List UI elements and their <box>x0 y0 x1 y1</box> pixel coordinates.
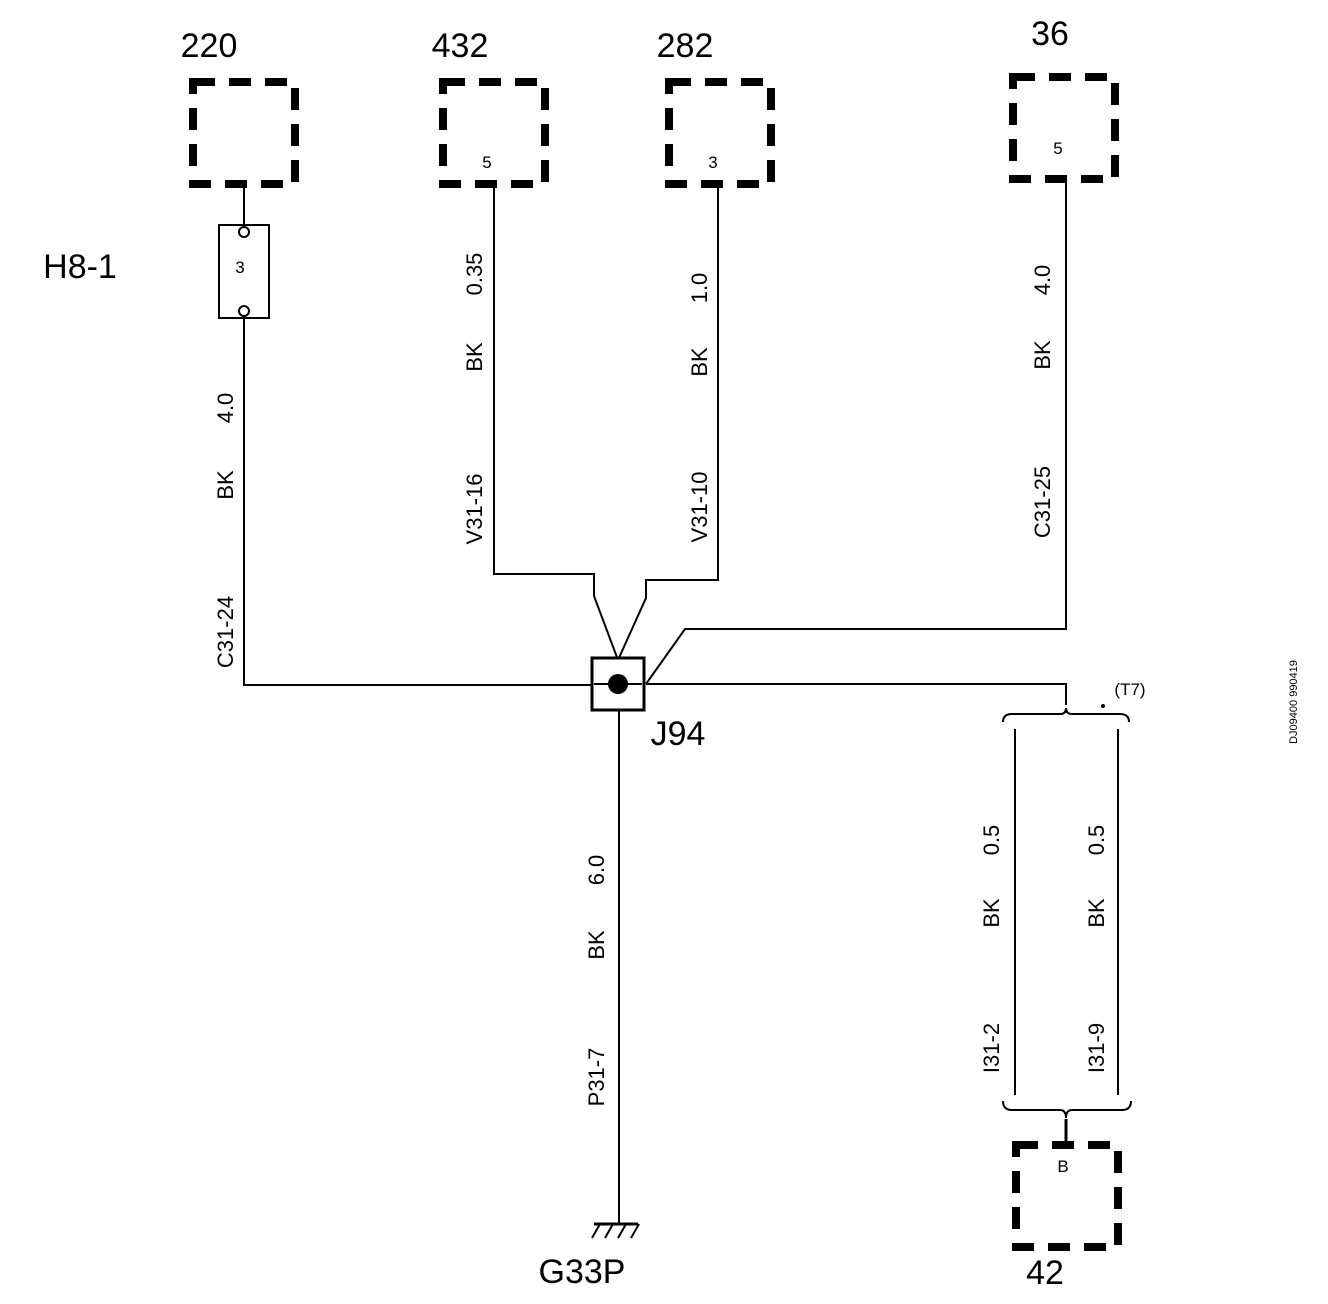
wire-42-b-color: BK <box>1084 898 1109 928</box>
component-432-number: 432 <box>432 27 489 65</box>
wire-36-labels: 4.0 BK C31-25 <box>1030 265 1055 538</box>
wire-42-a-circuit: I31-2 <box>979 1023 1004 1073</box>
wire-36-color: BK <box>1030 340 1055 370</box>
splice-label: J94 <box>651 715 706 753</box>
wire-36-circuit: C31-25 <box>1030 466 1055 538</box>
ground-label: G33P <box>539 1253 626 1291</box>
component-432-pin: 5 <box>482 153 491 172</box>
wire-ground-color: BK <box>584 930 609 960</box>
wire-432-labels: 0.35 BK V31-16 <box>462 253 487 545</box>
wire-42-b-circuit: I31-9 <box>1084 1023 1109 1073</box>
wire-36-size: 4.0 <box>1030 265 1055 296</box>
wire-42-a-size: 0.5 <box>979 825 1004 856</box>
twisted-pair-dot <box>1101 704 1105 708</box>
wire-42-a-labels: 0.5 BK I31-2 <box>979 825 1004 1073</box>
wire-42-b-size: 0.5 <box>1084 825 1109 856</box>
component-36-number: 36 <box>1031 15 1069 53</box>
component-282[interactable]: 282 3 <box>657 27 775 188</box>
wire-42-b-labels: 0.5 BK I31-9 <box>1084 825 1109 1073</box>
wire-220 <box>243 316 596 686</box>
fuse-terminal-bottom <box>238 305 250 317</box>
wire-432-circuit: V31-16 <box>462 474 487 545</box>
component-36[interactable]: 36 5 <box>1009 15 1119 183</box>
wire-282 <box>617 186 719 661</box>
ground-g33p[interactable]: G33P <box>539 1222 640 1291</box>
wire-220-circuit: C31-24 <box>213 596 238 668</box>
wires <box>243 180 1119 1224</box>
component-42-number: 42 <box>1026 1254 1064 1292</box>
wire-ground-size: 6.0 <box>584 855 609 886</box>
splice-j94[interactable]: J94 <box>590 656 706 753</box>
component-432[interactable]: 432 5 <box>432 27 549 188</box>
component-36-pin: 5 <box>1053 139 1062 158</box>
wire-282-labels: 1.0 BK V31-10 <box>687 273 712 543</box>
wire-ground-labels: 6.0 BK P31-7 <box>584 855 609 1107</box>
wire-282-circuit: V31-10 <box>687 472 712 543</box>
splice-dot <box>608 674 628 694</box>
wire-36 <box>645 180 1067 685</box>
wire-282-size: 1.0 <box>687 273 712 304</box>
wire-ground-circuit: P31-7 <box>584 1048 609 1107</box>
wire-j94-right <box>646 683 1067 705</box>
component-220[interactable]: 220 <box>181 27 299 188</box>
wire-432 <box>493 186 619 661</box>
wire-220-size: 4.0 <box>213 393 238 424</box>
fuse-number: 3 <box>235 258 244 277</box>
twisted-pair-brace-bottom <box>1002 1100 1132 1119</box>
twisted-pair-label: (T7) <box>1114 680 1145 699</box>
fuse-h8-1[interactable]: 3 H8-1 <box>43 188 270 319</box>
wire-282-color: BK <box>687 347 712 377</box>
fuse-terminal-top <box>238 226 250 238</box>
twisted-pair-brace-top <box>1002 707 1130 723</box>
wire-42-a-color: BK <box>979 898 1004 928</box>
component-42-pin: B <box>1057 1157 1068 1176</box>
fuse-label: H8-1 <box>43 248 117 286</box>
wire-432-size: 0.35 <box>462 253 487 296</box>
component-42[interactable]: 42 B <box>1012 1141 1122 1292</box>
document-id: DJ09400 990419 <box>1288 660 1300 744</box>
component-220-number: 220 <box>181 27 238 65</box>
component-282-number: 282 <box>657 27 714 65</box>
wire-220-color: BK <box>213 470 238 500</box>
component-282-pin: 3 <box>708 153 717 172</box>
wire-220-labels: 4.0 BK C31-24 <box>213 393 238 668</box>
wire-432-color: BK <box>462 342 487 372</box>
